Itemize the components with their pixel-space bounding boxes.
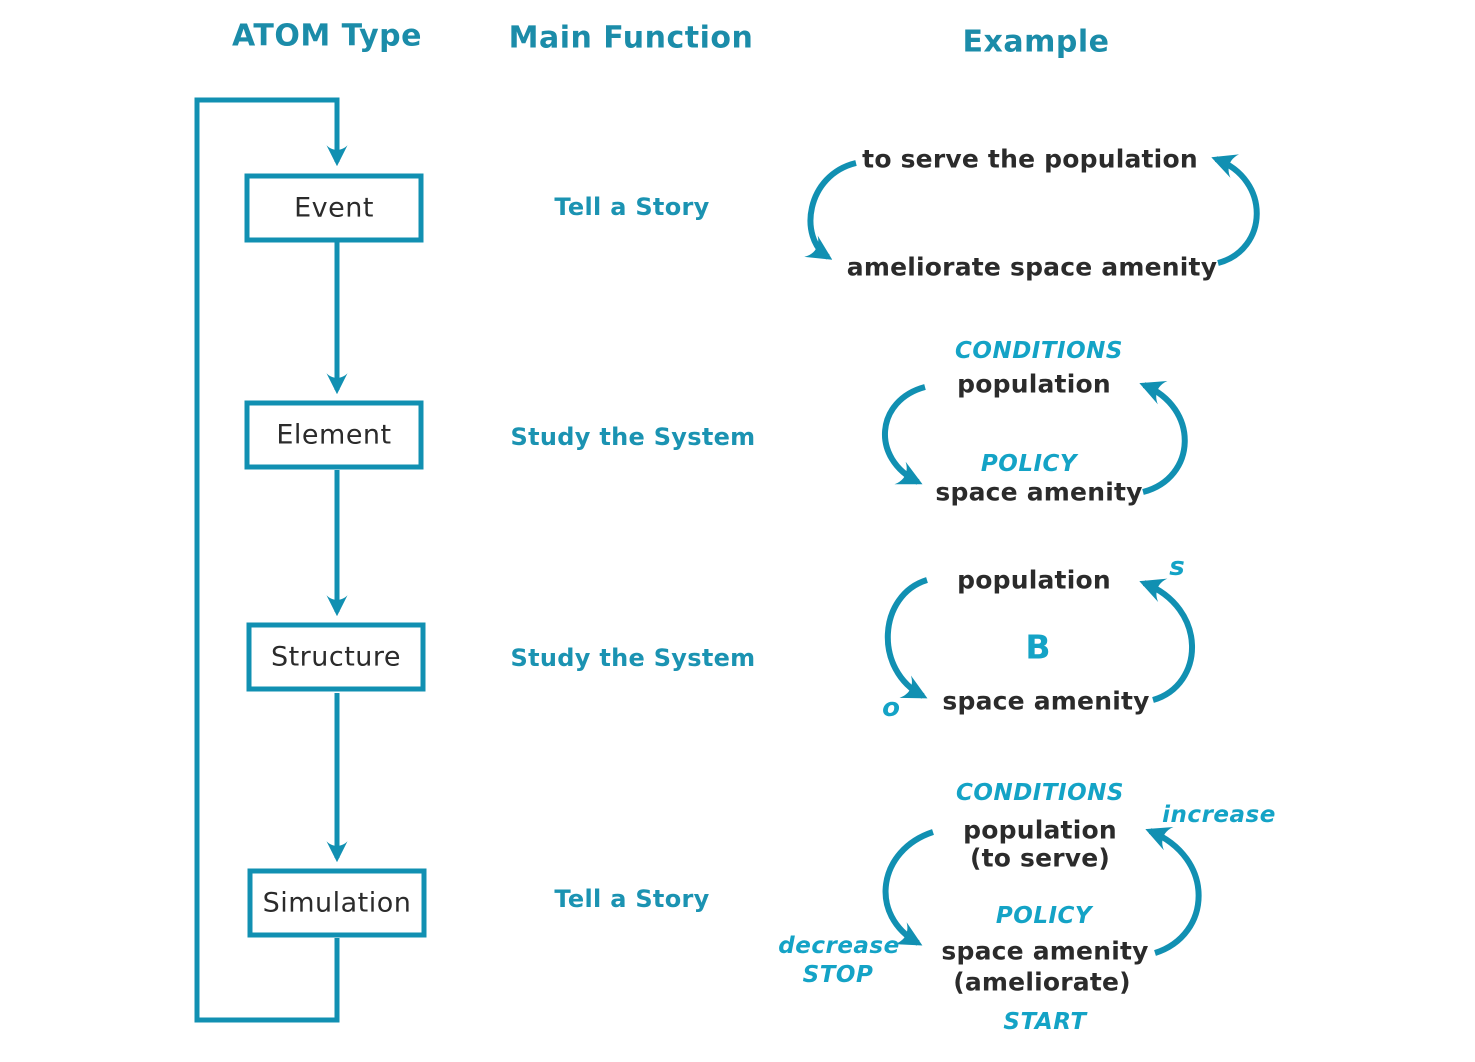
function-label-simulation: Tell a Story [554,885,710,913]
example4-bottom-text: space amenity [941,936,1149,966]
example3-top-text: population [957,565,1111,595]
example4-top-text: population [963,815,1117,845]
example4-policy-label: POLICY [995,903,1093,929]
flowchart-box-element: Element [244,400,424,470]
example2-policy-label: POLICY [980,451,1078,477]
feedback-loop-arrow [194,97,348,1023]
function-label-event: Tell a Story [554,193,710,221]
example3-s-polarity-label: s [1169,552,1185,582]
example4-increase-label: increase [1162,802,1276,828]
example2-left-arc-arrow [881,384,926,485]
flowchart-box-event: Event [244,173,424,243]
example4-start-label: START [1003,1009,1087,1035]
example4-left-arc-arrow [882,829,934,946]
function-label-element: Study the System [510,423,756,451]
header-main-function: Main Function [508,20,754,56]
flowchart-box-simulation: Simulation [247,868,427,938]
header-example: Example [962,24,1110,60]
example1-left-arc-arrow [804,160,857,260]
example1-top-text: to serve the population [862,144,1198,174]
example2-bottom-text: space amenity [935,477,1143,507]
example4-bottom-subtext: (ameliorate) [953,967,1131,997]
example3-balancing-loop-label: B [1025,627,1051,667]
example1-bottom-text: ameliorate space amenity [846,252,1218,282]
example4-top-subtext: (to serve) [969,843,1111,873]
example1-right-arc-arrow [1211,154,1260,266]
example4-decrease-label: decrease [778,933,900,959]
example4-stop-label: STOP [802,962,874,988]
example4-conditions-label: CONDITIONS [956,780,1124,806]
example2-top-text: population [957,369,1111,399]
example4-right-arc-arrow [1145,826,1202,956]
example3-left-arc-arrow [884,577,929,699]
example3-o-polarity-label: o [882,693,900,723]
example3-bottom-text: space amenity [942,686,1150,716]
example3-right-arc-arrow [1139,578,1195,703]
function-label-structure: Study the System [510,644,756,672]
example2-conditions-label: CONDITIONS [955,338,1123,364]
flowchart-box-structure: Structure [246,622,426,692]
header-atom-type: ATOM Type [232,18,422,54]
example2-right-arc-arrow [1139,381,1188,495]
